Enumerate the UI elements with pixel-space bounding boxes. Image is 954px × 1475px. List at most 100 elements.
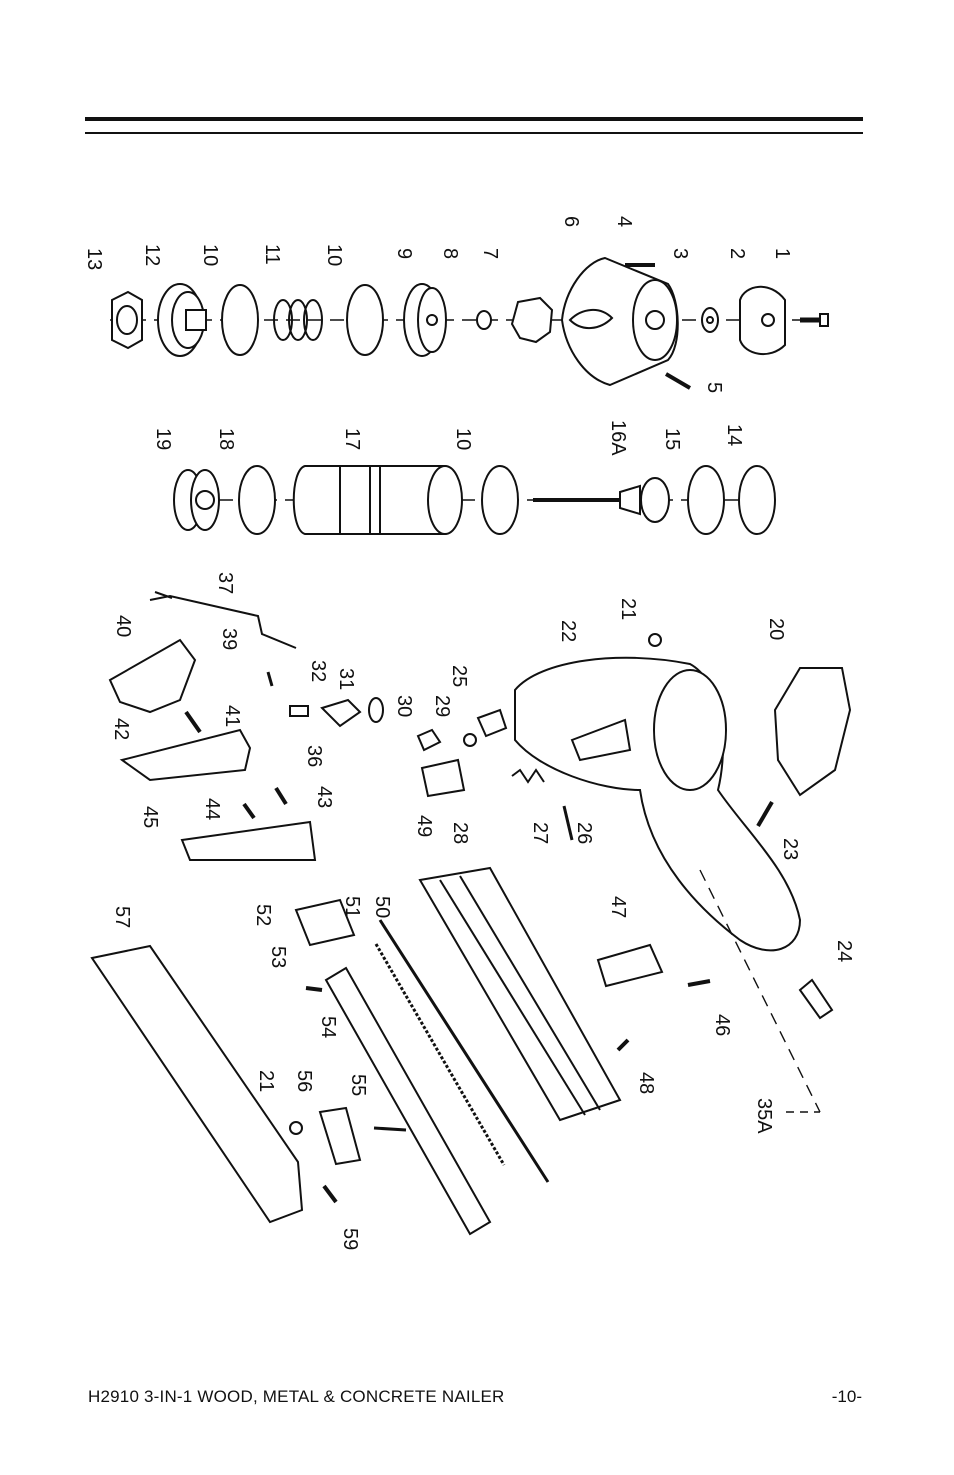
- label-part-23: 23: [779, 838, 801, 860]
- part-45-nosepiece: [180, 820, 317, 861]
- label-part-20: 20: [765, 618, 787, 640]
- part-9-bumper: [403, 283, 447, 357]
- part-28-block: [420, 758, 466, 798]
- part-14-oring: [738, 465, 776, 535]
- label-part-24: 24: [833, 940, 855, 962]
- label-part-21a: 21: [617, 598, 639, 620]
- label-part-41: 41: [221, 705, 243, 727]
- label-part-56: 56: [293, 1070, 315, 1092]
- part-27-spring: [511, 768, 545, 784]
- label-part-53: 53: [267, 946, 289, 968]
- label-part-4: 4: [613, 216, 635, 227]
- part-10-oring-a: [221, 284, 259, 356]
- label-part-13: 13: [83, 248, 105, 270]
- label-part-39: 39: [218, 628, 240, 650]
- label-part-25: 25: [448, 665, 470, 687]
- part-15-oring: [687, 465, 725, 535]
- part-2-cap: [739, 285, 786, 355]
- part-39-pin: [266, 671, 274, 687]
- label-part-40: 40: [112, 615, 134, 637]
- label-part-54: 54: [317, 1016, 339, 1038]
- part-1-bolt: [800, 313, 829, 327]
- label-part-55: 55: [347, 1074, 369, 1096]
- label-part-5: 5: [703, 382, 725, 393]
- header-rule-thick: [85, 117, 863, 121]
- part-51-spring: [374, 943, 506, 1166]
- label-part-57: 57: [111, 906, 133, 928]
- part-18-oring: [238, 465, 276, 535]
- label-part-18: 18: [215, 428, 237, 450]
- label-part-27: 27: [529, 822, 551, 844]
- part-54-follower-rail: [324, 966, 492, 1236]
- label-part-51: 51: [341, 896, 363, 918]
- part-20-gasket: [773, 667, 852, 797]
- label-part-35a: 35A: [753, 1098, 775, 1134]
- part-21b-washer: [289, 1121, 303, 1135]
- part-42-plate: [119, 728, 252, 782]
- part-10-oring-b: [346, 284, 384, 356]
- label-part-19: 19: [152, 428, 174, 450]
- part-41-screw: [184, 710, 202, 734]
- label-part-44: 44: [201, 798, 223, 820]
- label-part-49: 49: [413, 815, 435, 837]
- label-part-47: 47: [607, 896, 629, 918]
- label-part-14: 14: [723, 424, 745, 446]
- label-part-52: 52: [252, 904, 274, 926]
- part-50-rail: [378, 919, 550, 1183]
- part-11-orings: [273, 299, 323, 341]
- label-part-16a: 16A: [607, 420, 629, 456]
- label-part-21b: 21: [255, 1070, 277, 1092]
- label-part-8: 8: [439, 248, 461, 259]
- label-part-43: 43: [313, 786, 335, 808]
- part-16a-piston-driver: [533, 477, 670, 523]
- part-8-washer: [476, 310, 492, 330]
- part-3-washer: [701, 307, 719, 333]
- label-part-11: 11: [261, 244, 283, 265]
- part-17-cylinder: [292, 465, 463, 535]
- part-37-trigger-lever: [149, 591, 297, 649]
- label-part-50: 50: [371, 896, 393, 918]
- part-59-spring: [322, 1184, 338, 1204]
- part-49-magazine-frame: [418, 866, 622, 1122]
- part-47-bracket: [596, 943, 664, 988]
- part-6-cylinder-cap: [560, 256, 679, 387]
- label-part-26: 26: [573, 822, 595, 844]
- part-26-pin: [562, 805, 574, 841]
- part-46-screw: [687, 979, 711, 987]
- label-part-45: 45: [139, 806, 161, 828]
- label-part-17: 17: [341, 428, 363, 450]
- part-21-washer: [648, 633, 662, 647]
- label-part-2: 2: [726, 248, 748, 259]
- part-56-latch: [318, 1106, 362, 1166]
- label-part-3: 3: [669, 248, 691, 259]
- header-rule-thin: [85, 132, 863, 134]
- label-part-46: 46: [711, 1014, 733, 1036]
- label-part-9: 9: [393, 248, 415, 259]
- part-43-44-screws: [242, 786, 288, 820]
- part-labels: 13 12 10 11 10 9 8 7 6 4 3 2 1 5 19 18 1…: [83, 216, 855, 1250]
- label-part-22: 22: [557, 620, 579, 642]
- part-30-29-25-parts: [416, 708, 508, 752]
- part-52-pusher: [294, 898, 356, 947]
- label-part-7: 7: [479, 248, 501, 259]
- label-part-32: 32: [307, 660, 329, 682]
- part-57-magazine-cover: [90, 944, 304, 1224]
- label-part-36: 36: [303, 745, 325, 767]
- label-part-15: 15: [661, 428, 683, 450]
- part-24-fitting: [798, 978, 834, 1020]
- part-10-oring-c: [481, 465, 519, 535]
- part-23-screw: [756, 800, 774, 828]
- part-13-nut: [111, 290, 143, 350]
- part-32-31-36-latch: [289, 697, 384, 728]
- label-part-29: 29: [431, 695, 453, 717]
- part-7-gasket: [510, 296, 554, 344]
- label-part-6: 6: [560, 216, 582, 227]
- label-part-48: 48: [635, 1072, 657, 1094]
- label-part-42: 42: [110, 718, 132, 740]
- page-number: -10-: [831, 1387, 862, 1406]
- label-part-30: 30: [393, 695, 415, 717]
- label-part-12: 12: [141, 244, 163, 266]
- label-part-1: 1: [771, 248, 793, 259]
- footer-title: H2910 3-IN-1 WOOD, METAL & CONCRETE NAIL…: [88, 1387, 505, 1406]
